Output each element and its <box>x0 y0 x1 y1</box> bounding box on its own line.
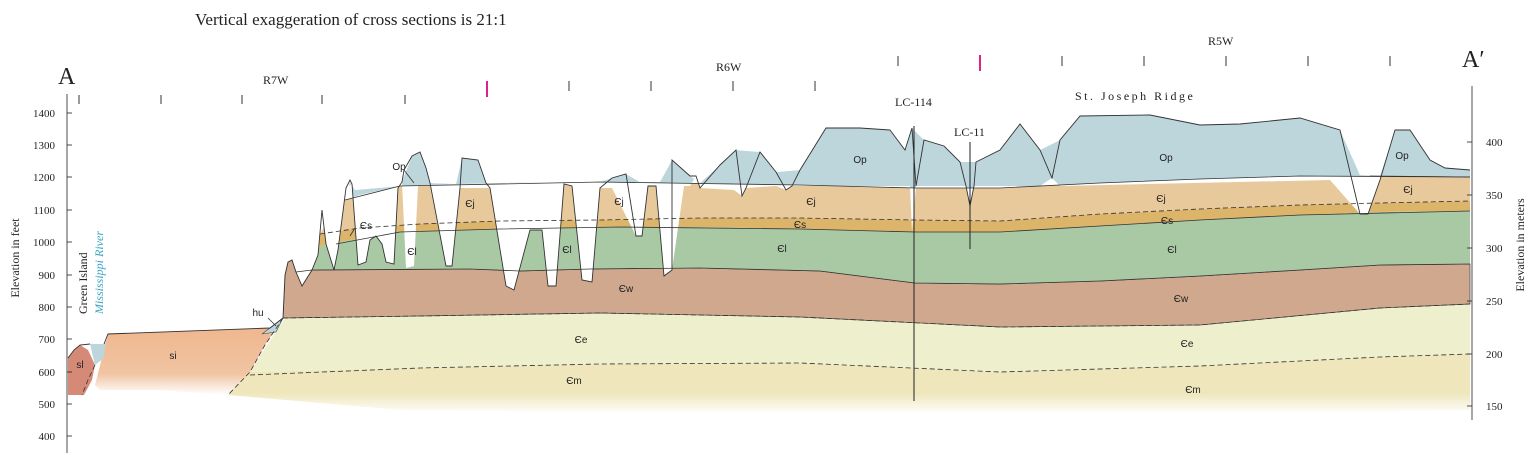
unit-label-cj-2: Єj <box>614 197 623 208</box>
unit-label-cs-2: Єs <box>794 220 806 231</box>
op-leader <box>403 169 415 184</box>
op-cj-contact-east <box>1369 175 1471 178</box>
ft-tick-1200: 1200 <box>33 172 56 184</box>
m-tick-200: 200 <box>1486 349 1503 361</box>
ft-tick-1000: 1000 <box>33 237 56 249</box>
section-start-label: A <box>58 64 76 90</box>
unit-label-sl: sl <box>76 360 83 371</box>
unit-cm-layer <box>228 354 1470 414</box>
contact-lines <box>81 169 1471 396</box>
unit-label-op-4: Op <box>1395 151 1409 162</box>
valley-mask <box>292 176 1380 290</box>
unit-si-layer <box>95 318 283 395</box>
unit-label-cw-1: Єw <box>619 284 634 295</box>
unit-label-cl-1: Єl <box>407 247 416 258</box>
cw-ce-contact <box>282 303 1471 328</box>
section-end-label: A′ <box>1462 47 1485 73</box>
ft-tick-400: 400 <box>39 431 56 443</box>
right-axis <box>1467 86 1473 420</box>
right-axis-labels: 400 350 300 250 200 150 <box>1486 137 1503 413</box>
unit-cs-layer <box>310 201 1470 249</box>
unit-label-si: si <box>169 351 176 362</box>
unit-label-cw-2: Єw <box>1174 294 1189 305</box>
ft-tick-700: 700 <box>39 334 56 346</box>
unit-label-cj-5: Єj <box>1403 185 1412 196</box>
left-axis <box>66 94 72 453</box>
ft-tick-600: 600 <box>39 367 56 379</box>
unit-label-cj-4: Єj <box>1156 194 1165 205</box>
sl-contact <box>81 364 96 396</box>
ridge-label: St. Joseph Ridge <box>1075 89 1195 103</box>
m-tick-400: 400 <box>1486 137 1503 149</box>
m-tick-350: 350 <box>1486 190 1503 202</box>
m-tick-300: 300 <box>1486 243 1503 255</box>
cs-leader <box>349 227 356 237</box>
unit-label-hu: hu <box>252 308 263 319</box>
unit-op-layer <box>345 115 1470 200</box>
ft-tick-1400: 1400 <box>33 108 56 120</box>
river-gap <box>90 336 106 365</box>
unit-label-cm-1: Єm <box>566 376 582 387</box>
ft-tick-500: 500 <box>39 399 56 411</box>
unit-label-op-1: Op <box>392 162 406 173</box>
right-axis-title: Elevation in meters <box>1513 198 1527 292</box>
unit-label-cj-3: Єj <box>806 197 815 208</box>
unit-label-ce-1: Єe <box>575 335 588 346</box>
unit-label-cl-2: Єl <box>562 245 571 256</box>
left-axis-labels: 1400 1300 1200 1100 1000 900 800 700 600… <box>33 108 56 443</box>
township-r5w: R5W <box>1208 34 1234 48</box>
green-island-label: Green Island <box>76 252 90 314</box>
ft-tick-1100: 1100 <box>33 205 55 217</box>
unit-label-op-3: Op <box>1159 153 1173 164</box>
township-r7w: R7W <box>263 73 289 87</box>
si-fault-contact <box>227 317 284 396</box>
unit-label-cm-2: Єm <box>1185 385 1201 396</box>
unit-label-cs-1: Єs <box>360 221 372 232</box>
left-axis-title: Elevation in feet <box>8 218 22 298</box>
section-ticks-lower <box>78 81 816 104</box>
mississippi-river-label: Mississippi River <box>92 231 106 315</box>
unit-labels: sl si hu Op Op Op Op Єs Єs Єs Єj Єj Єj Є… <box>76 151 1412 396</box>
township-r6w: R6W <box>716 60 742 74</box>
cj-cl-contact <box>335 210 1471 245</box>
ft-tick-900: 900 <box>39 270 56 282</box>
m-tick-150: 150 <box>1486 401 1503 413</box>
unit-label-cl-4: Єl <box>1167 245 1176 256</box>
ce-cm-contact <box>249 353 1471 376</box>
unit-sl-layer <box>68 345 95 395</box>
unit-label-cs-3: Єs <box>1161 216 1173 227</box>
well-lc11-label: LC-11 <box>954 125 985 139</box>
ft-tick-1300: 1300 <box>33 140 56 152</box>
cl-cw-contact <box>295 263 1471 285</box>
ft-tick-800: 800 <box>39 302 56 314</box>
m-tick-250: 250 <box>1486 296 1503 308</box>
sky-mask <box>60 95 1470 358</box>
unit-label-cj-1: Єj <box>465 199 474 210</box>
unit-ce-layer <box>250 304 1470 372</box>
topographic-profile <box>67 114 1471 359</box>
unit-label-cl-3: Єl <box>777 244 786 255</box>
unit-label-op-2: Op <box>853 155 867 166</box>
section-ticks-top <box>897 56 1391 66</box>
well-lc114-label: LC-114 <box>895 95 932 109</box>
op-cj-contact <box>344 175 1471 201</box>
cj-cs-contact <box>319 200 1471 235</box>
exaggeration-note: Vertical exaggeration of cross sections … <box>195 10 507 29</box>
unit-label-ce-2: Єe <box>1181 339 1194 350</box>
